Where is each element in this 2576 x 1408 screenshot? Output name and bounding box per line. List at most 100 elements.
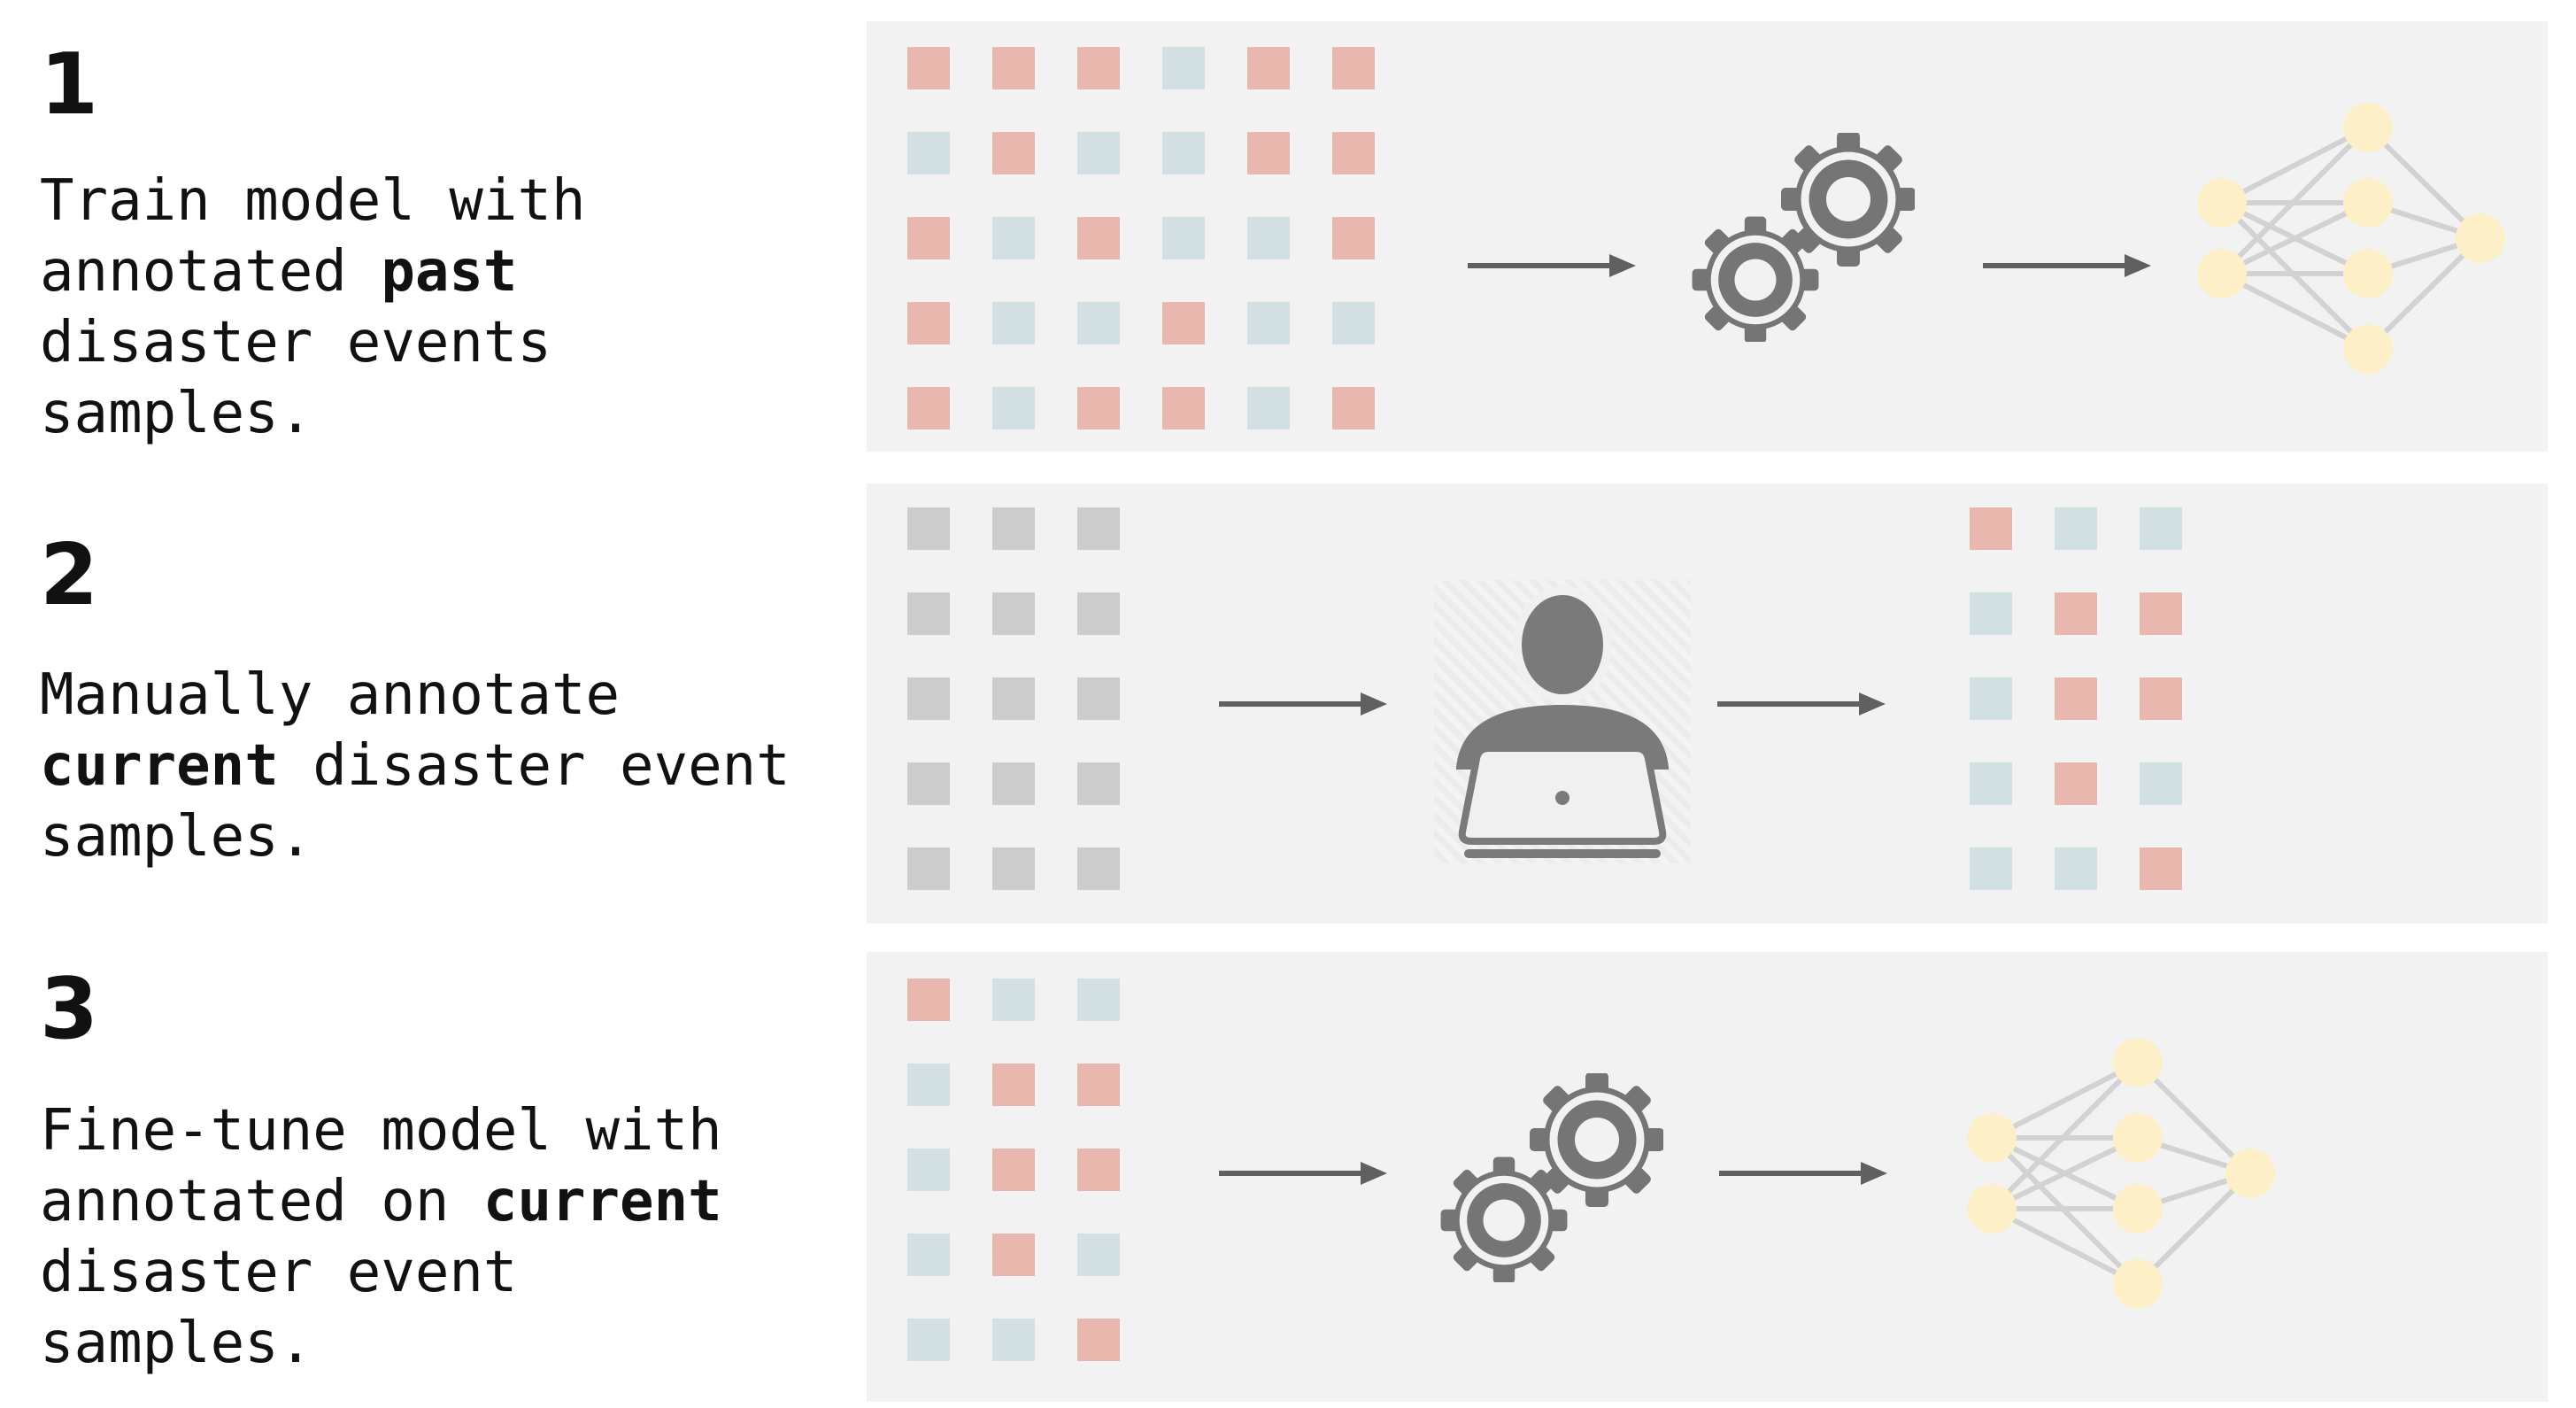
step-1-panel: [867, 21, 2548, 452]
sample-square: [992, 1064, 1035, 1106]
description-line: current disaster event: [40, 733, 791, 799]
sample-square: [1162, 132, 1205, 174]
sample-square: [2140, 847, 2182, 890]
sample-square: [907, 592, 950, 635]
sample-square: [992, 592, 1035, 635]
sample-square: [907, 677, 950, 720]
sample-square: [1077, 507, 1120, 550]
sample-square: [992, 1319, 1035, 1361]
gears-icon: [1440, 1073, 1663, 1282]
description-line: Fine-tune model with: [40, 1098, 722, 1164]
sample-square: [1077, 592, 1120, 635]
sample-square: [1162, 47, 1205, 89]
sample-square: [1247, 387, 1290, 429]
sample-square: [1970, 507, 2012, 550]
sample-square: [992, 132, 1035, 174]
sample-square: [1077, 1149, 1120, 1191]
description-line: samples.: [40, 804, 313, 870]
sample-square: [992, 47, 1035, 89]
sample-square: [992, 847, 1035, 890]
past-samples-grid: [907, 47, 1375, 429]
sample-square: [907, 507, 950, 550]
sample-square: [2140, 507, 2182, 550]
arrow-right-icon: [1717, 692, 1886, 716]
sample-square: [992, 302, 1035, 344]
arrow-right-icon: [1219, 1162, 1387, 1185]
sample-square: [2140, 677, 2182, 720]
sample-square: [2140, 592, 2182, 635]
sample-square: [1077, 847, 1120, 890]
sample-square: [1077, 677, 1120, 720]
description-line: Manually annotate: [40, 662, 621, 728]
sample-square: [1970, 592, 2012, 635]
sample-square: [1077, 1319, 1120, 1361]
annotated-current-samples-grid: [1970, 507, 2182, 890]
description-line: annotated past: [40, 239, 518, 305]
sample-square: [2055, 507, 2097, 550]
sample-square: [992, 677, 1035, 720]
sample-square: [907, 387, 950, 429]
sample-square: [1970, 762, 2012, 805]
current-samples-grid: [907, 979, 1120, 1361]
sample-square: [1247, 302, 1290, 344]
sample-square: [1077, 1064, 1120, 1106]
description-line: Train model with: [40, 168, 586, 234]
description-line: samples.: [40, 381, 313, 446]
sample-square: [992, 217, 1035, 259]
sample-square: [1077, 302, 1120, 344]
description-line: annotated on current: [40, 1169, 722, 1234]
sample-square: [1247, 132, 1290, 174]
sample-square: [1332, 132, 1375, 174]
arrow-right-icon: [1219, 692, 1387, 716]
arrow-right-icon: [1468, 254, 1636, 277]
sample-square: [992, 762, 1035, 805]
sample-square: [2055, 592, 2097, 635]
sample-square: [1077, 387, 1120, 429]
neural-network-icon: [2197, 103, 2505, 374]
sample-square: [992, 507, 1035, 550]
gears-icon: [1692, 133, 1915, 342]
step-1-number: 1: [40, 36, 99, 134]
sample-square: [1247, 47, 1290, 89]
arrow-right-icon: [1719, 1162, 1887, 1185]
sample-square: [1332, 302, 1375, 344]
person-at-laptop-icon: [1456, 586, 1669, 858]
unlabeled-samples-grid: [907, 507, 1120, 890]
sample-square: [1247, 217, 1290, 259]
sample-square: [907, 762, 950, 805]
sample-square: [907, 1234, 950, 1276]
sample-square: [1162, 217, 1205, 259]
step-3-number: 3: [40, 961, 99, 1058]
sample-square: [907, 47, 950, 89]
sample-square: [1077, 762, 1120, 805]
sample-square: [2140, 762, 2182, 805]
description-line: samples.: [40, 1311, 313, 1376]
sample-square: [1077, 132, 1120, 174]
step-2-panel: [867, 484, 2548, 924]
sample-square: [992, 1149, 1035, 1191]
sample-square: [1332, 47, 1375, 89]
arrow-right-icon: [1983, 254, 2151, 277]
sample-square: [1162, 387, 1205, 429]
human-annotator-icon: [1434, 580, 1691, 863]
sample-square: [907, 302, 950, 344]
sample-square: [1077, 979, 1120, 1021]
sample-square: [1077, 47, 1120, 89]
sample-square: [907, 217, 950, 259]
neural-network-icon: [1967, 1038, 2275, 1309]
sample-square: [907, 1149, 950, 1191]
sample-square: [992, 1234, 1035, 1276]
sample-square: [1332, 387, 1375, 429]
sample-square: [1077, 1234, 1120, 1276]
sample-square: [1162, 302, 1205, 344]
sample-square: [1970, 847, 2012, 890]
sample-square: [1077, 217, 1120, 259]
step-2-number: 2: [40, 527, 99, 624]
sample-square: [2055, 847, 2097, 890]
sample-square: [992, 979, 1035, 1021]
sample-square: [907, 1319, 950, 1361]
